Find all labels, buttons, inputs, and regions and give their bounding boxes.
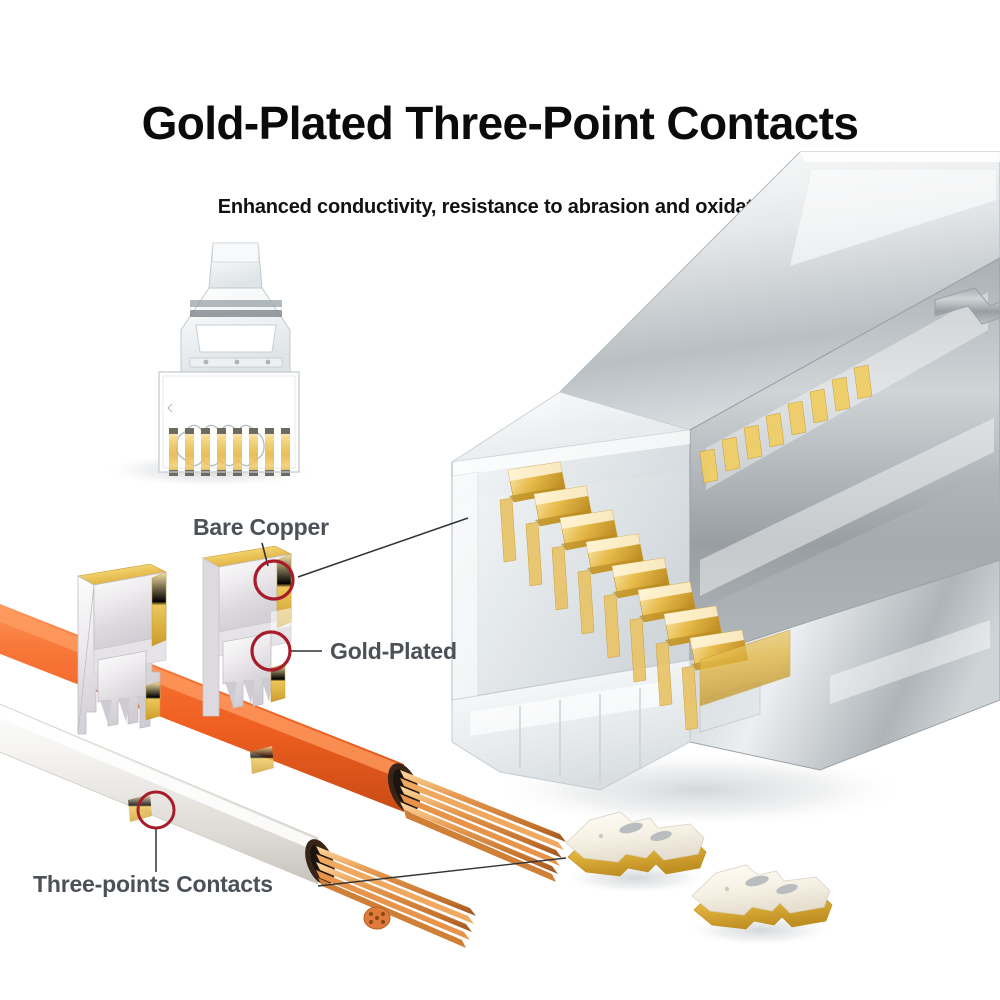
annotation-circle-gold-plated [250, 630, 292, 672]
leader-line-bare-copper [297, 517, 469, 578]
leader-line-three-points [317, 857, 567, 887]
callout-three-points: Three-points Contacts [33, 871, 273, 897]
small-connector-figure [158, 242, 300, 476]
copper-strand-cross-section [363, 906, 391, 930]
gold-contact-pins [507, 461, 749, 671]
contact-blade-left [77, 563, 167, 735]
white-cable-copper-strands [316, 846, 476, 948]
page-subtitle: Enhanced conductivity, resistance to abr… [217, 196, 783, 218]
loose-contact-blade-2 [691, 864, 833, 930]
orange-cable-copper-strands [400, 770, 566, 882]
inner-gold-block [699, 629, 791, 707]
annotation-circle-bare-copper [253, 559, 295, 601]
annotation-circle-three-points [136, 790, 176, 830]
page-title: Gold-Plated Three-Point Contacts [141, 97, 859, 149]
wire-retention-clip [934, 287, 1000, 325]
rear-contact-row [699, 364, 873, 484]
callout-bare-copper: Bare Copper [193, 514, 329, 540]
small-connector-pins [169, 428, 290, 476]
pin-tails [499, 497, 699, 731]
main-connector-figure [451, 151, 1000, 791]
blade-prong-tip-right [250, 746, 274, 774]
contact-blade-right [202, 545, 292, 717]
loose-contact-blade-1 [565, 811, 707, 877]
blade-prong-tip-left [128, 794, 152, 822]
callout-gold-plated: Gold-Plated [330, 638, 457, 664]
annotation-layer [136, 517, 567, 887]
